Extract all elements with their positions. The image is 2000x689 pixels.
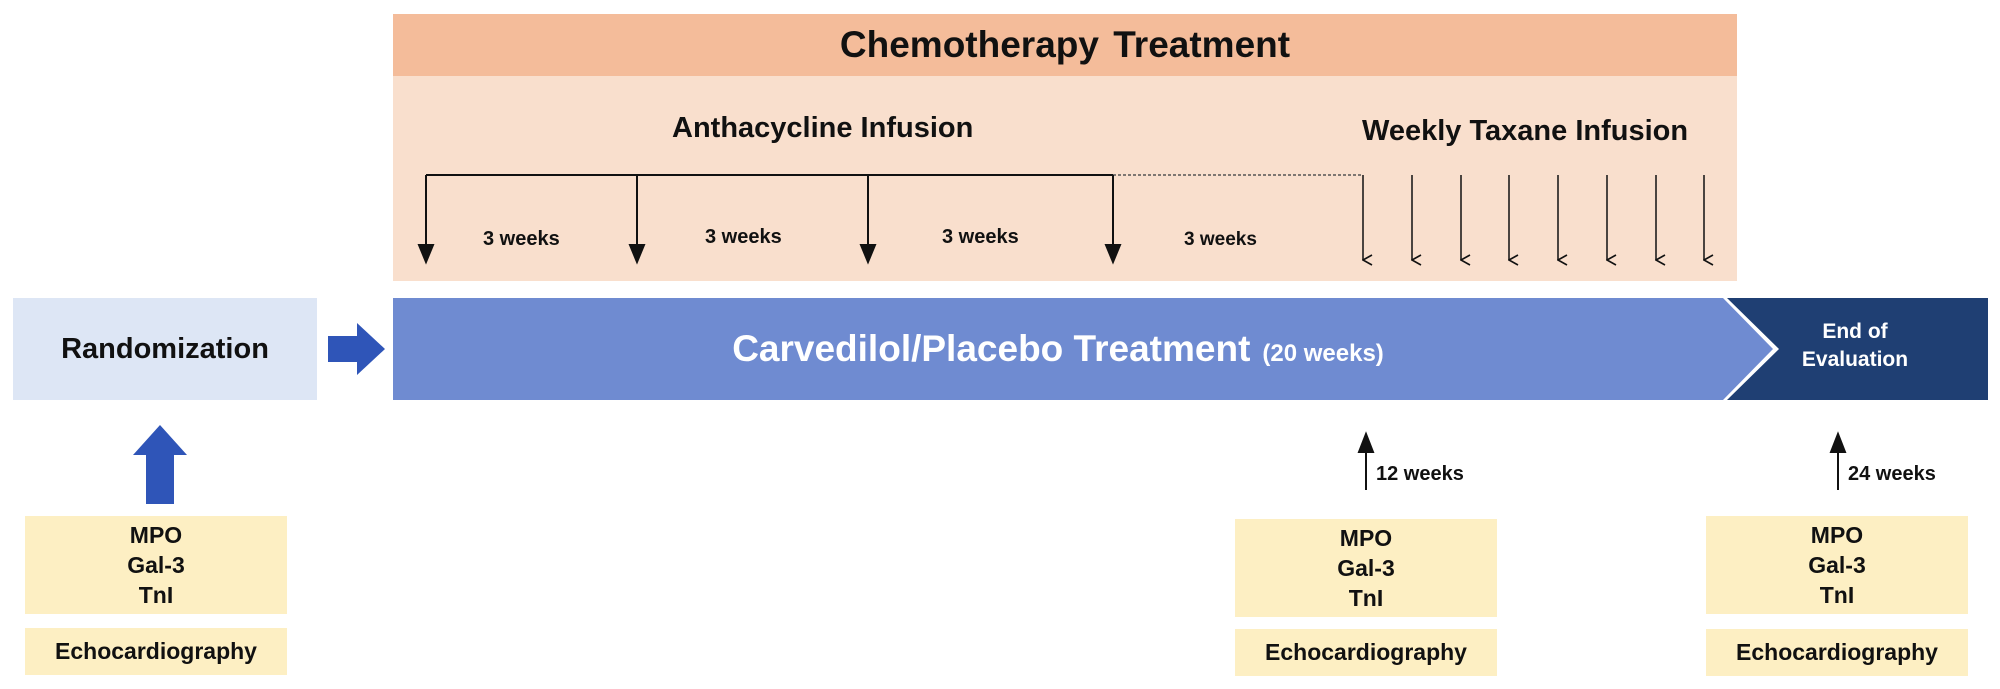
echocardiography-label: Echocardiography [1736,639,1938,665]
randomization-arrow [328,323,385,375]
baseline-echo-box: Echocardiography [25,628,287,675]
baseline-biomarkers-box: MPO Gal-3 TnI [25,516,287,614]
week24-biomarkers-box: MPO Gal-3 TnI [1706,516,1968,614]
treatment-name: Carvedilol/Placebo Treatment [732,328,1251,369]
randomization-label: Randomization [61,332,269,365]
weekly-taxane-infusion-title: Weekly Taxane Infusion [1362,115,1689,147]
interval-label-3: 3 weeks [942,226,1019,248]
biomarker-tni: TnI [138,582,174,608]
biomarker-tni: TnI [1819,582,1855,608]
biomarker-mpo: MPO [1339,525,1393,551]
anthracycline-infusion-title: Anthacycline Infusion [672,112,974,144]
end-of-evaluation-label: End of Evaluation [1770,306,1940,386]
chemotherapy-title: Chemotherapy Treatment [393,14,1737,76]
randomization-box: Randomization [13,298,317,400]
treatment-label: Carvedilol/Placebo Treatment (20 weeks) [393,298,1723,400]
echocardiography-label: Echocardiography [1265,639,1467,665]
timepoint-label-12-weeks: 12 weeks [1376,463,1464,485]
interval-label-2: 3 weeks [705,226,782,248]
interval-label-4: 3 weeks [1184,229,1257,250]
echocardiography-label: Echocardiography [55,638,257,664]
biomarker-tni: TnI [1348,585,1384,611]
chemotherapy-body [393,76,1737,281]
end-of-evaluation-chevron [1727,298,1988,400]
biomarker-gal3: Gal-3 [1337,555,1395,581]
week24-echo-box: Echocardiography [1706,629,1968,676]
baseline-up-arrow [133,425,187,504]
timepoint-label-24-weeks: 24 weeks [1848,463,1936,485]
end-of-evaluation-line2: Evaluation [1801,348,1909,371]
biomarker-mpo: MPO [129,522,183,548]
week12-biomarkers-box: MPO Gal-3 TnI [1235,519,1497,617]
week12-echo-box: Echocardiography [1235,629,1497,676]
treatment-bar [393,298,1773,400]
biomarker-gal3: Gal-3 [1808,552,1866,578]
biomarker-gal3: Gal-3 [127,552,185,578]
biomarker-mpo: MPO [1810,522,1864,548]
treatment-duration: (20 weeks) [1262,340,1384,367]
end-of-evaluation-line1: End of [1822,320,1888,343]
interval-label-1: 3 weeks [483,228,560,250]
